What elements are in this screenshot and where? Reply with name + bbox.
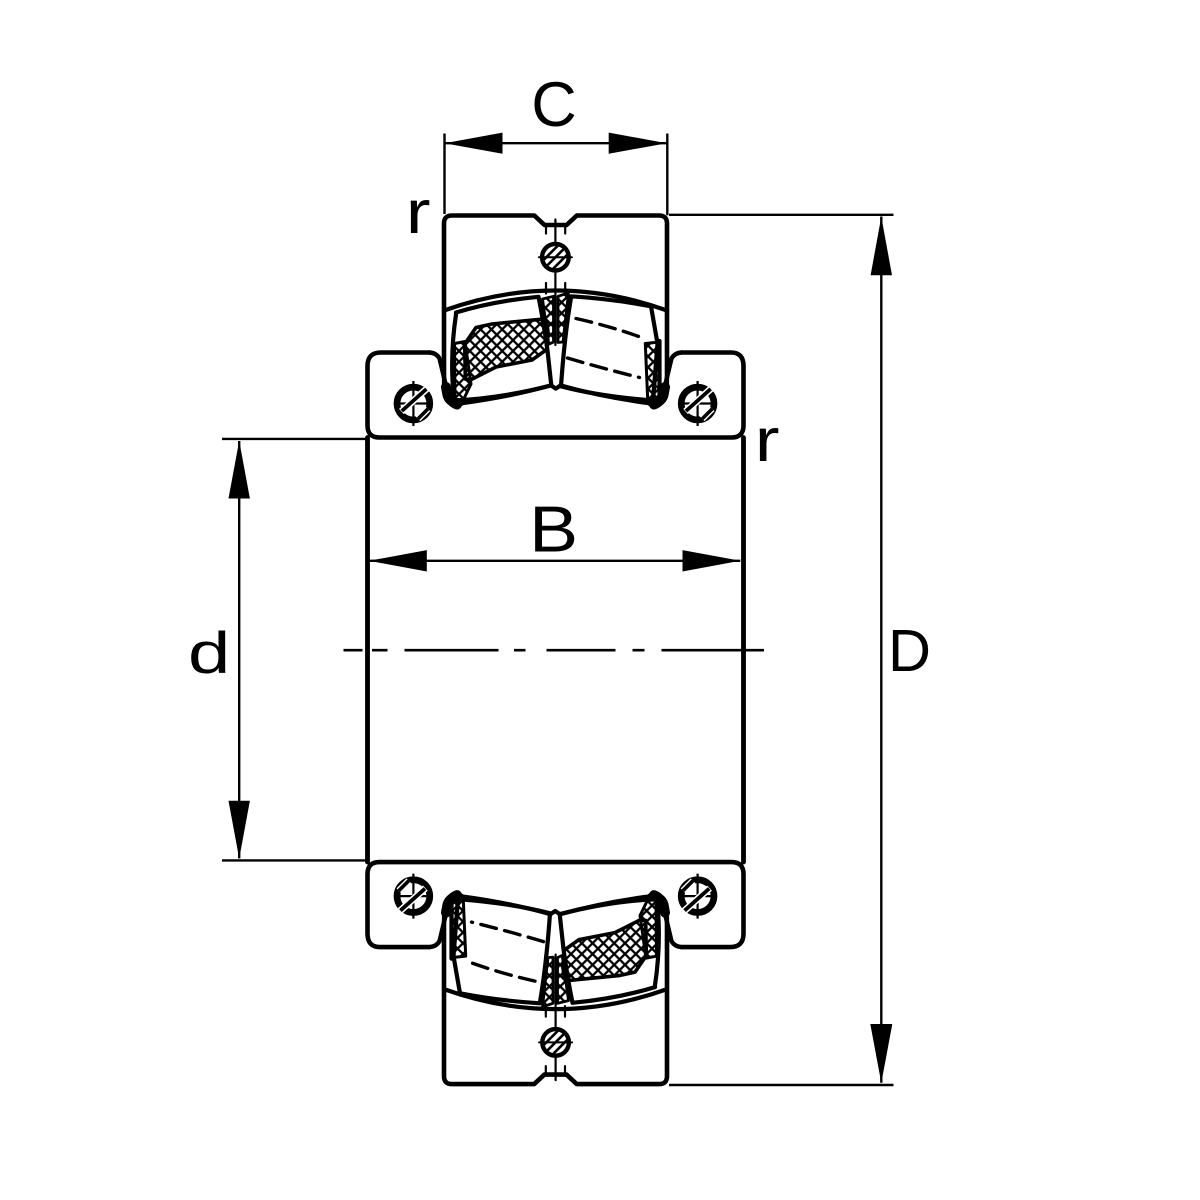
svg-text:r: r xyxy=(755,406,780,474)
svg-text:d: d xyxy=(188,621,230,686)
svg-text:B: B xyxy=(529,492,578,565)
svg-text:D: D xyxy=(888,617,931,684)
svg-text:C: C xyxy=(531,70,577,140)
svg-text:r: r xyxy=(406,178,431,246)
